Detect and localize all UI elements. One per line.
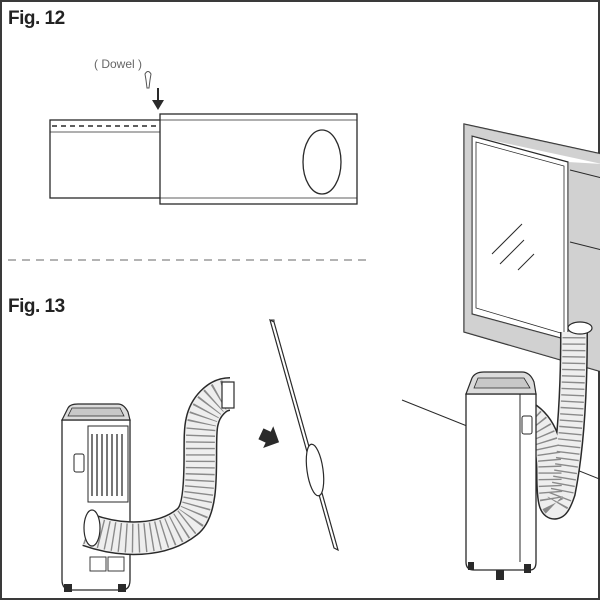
exhaust-hole [302, 129, 342, 195]
down-arrow-icon [152, 88, 164, 110]
exhaust-hose-right [514, 321, 593, 520]
window-panel-insert [269, 318, 339, 552]
dowel-label: ( Dowel ) [94, 57, 143, 71]
fig12-label: Fig. 12 [8, 8, 65, 29]
exhaust-hose-left [82, 377, 235, 556]
dowel-pin-icon [144, 71, 152, 89]
portable-ac-unit-left [61, 403, 131, 592]
window-kit-panel [49, 113, 358, 205]
portable-ac-unit-right [465, 371, 537, 580]
right-arrow-icon [258, 426, 280, 449]
fig13-label: Fig. 13 [8, 296, 65, 317]
